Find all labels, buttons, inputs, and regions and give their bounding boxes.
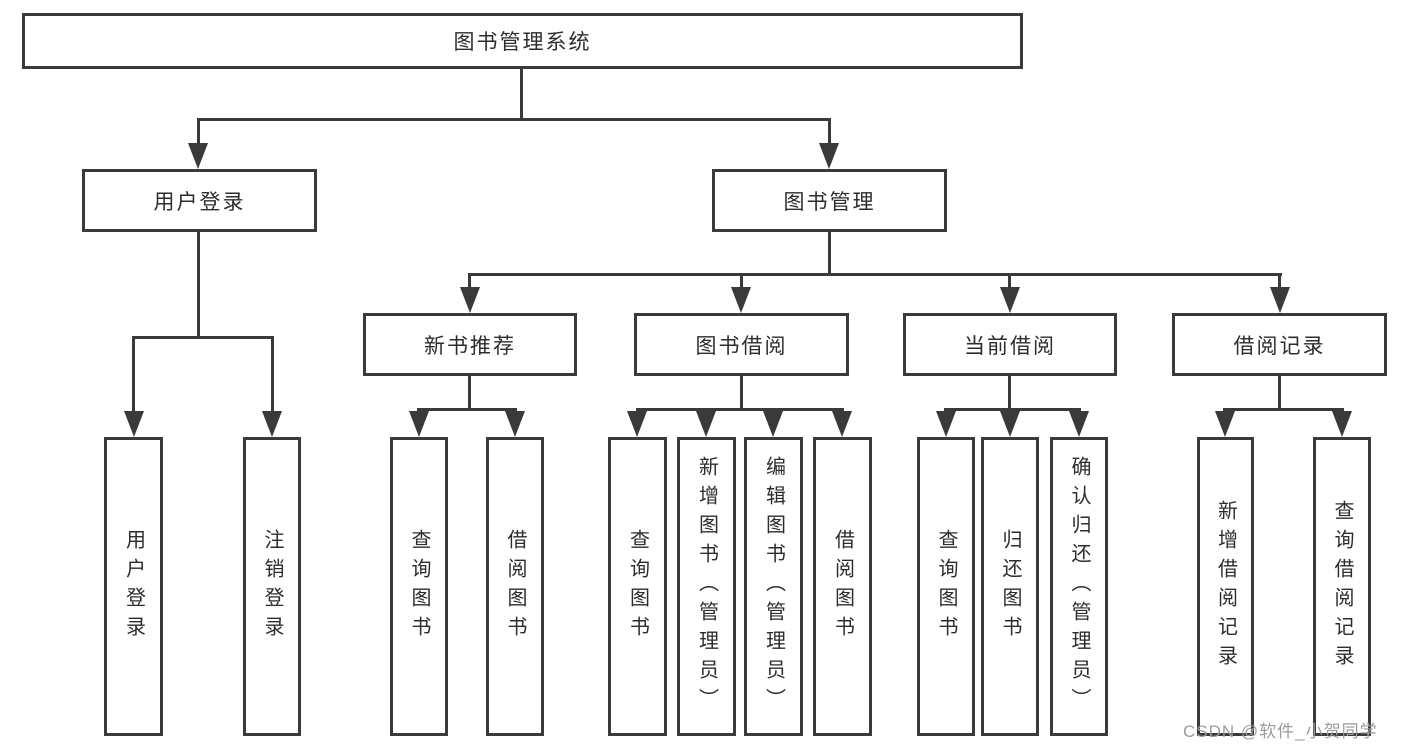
connector-book-mgmt-bar <box>468 273 1282 276</box>
connector-borrow-records-drop <box>1278 276 1281 288</box>
node-borrow-records: 借阅记录 <box>1172 313 1387 376</box>
leaf-user-login-label: 用户登录 <box>122 528 145 645</box>
arrowhead-bb-query <box>627 411 647 437</box>
leaf-logout: 注销登录 <box>243 437 301 736</box>
arrowhead-rec-add <box>1215 411 1235 437</box>
leaf-nb-borrow-books-label: 借阅图书 <box>504 528 526 645</box>
connector-new-books-bar <box>417 408 517 411</box>
connector-borrow-records-stem <box>1278 376 1281 408</box>
connector-book-borrow-stem <box>740 376 743 408</box>
leaf-bb-borrow-books: 借阅图书 <box>813 437 872 736</box>
node-book-borrow: 图书借阅 <box>634 313 849 376</box>
connector-root-stem <box>520 69 523 118</box>
leaf-rec-add-record: 新增借阅记录 <box>1197 437 1254 736</box>
node-new-book-recommend-label: 新书推荐 <box>424 334 516 358</box>
node-user-login: 用户登录 <box>82 169 317 232</box>
arrowhead-borrow-records <box>1270 287 1290 313</box>
connector-leaf-logout-drop <box>271 339 274 411</box>
leaf-bb-query-books-label: 查询图书 <box>626 528 649 645</box>
node-book-management-label: 图书管理 <box>783 190 876 214</box>
connector-borrow-records-bar <box>1223 408 1344 411</box>
leaf-cb-return-books-label: 归还图书 <box>999 528 1021 645</box>
connector-new-books-drop <box>468 276 471 288</box>
leaf-bb-edit-books-admin-label: 编辑图书（管理员） <box>762 456 785 717</box>
connector-current-borrow-drop <box>1008 276 1011 288</box>
leaf-nb-query-books-label: 查询图书 <box>408 528 430 645</box>
leaf-user-login: 用户登录 <box>104 437 163 736</box>
arrowhead-rec-query <box>1332 411 1352 437</box>
leaf-rec-query-record-label: 查询借阅记录 <box>1331 499 1353 674</box>
node-current-borrow-label: 当前借阅 <box>964 334 1056 358</box>
connector-root-bar <box>197 118 831 121</box>
arrowhead-bb-borrow <box>832 411 852 437</box>
arrowhead-book-borrow <box>731 287 751 313</box>
leaf-bb-add-books-admin: 新增图书（管理员） <box>677 437 736 736</box>
arrowhead-bb-edit <box>763 411 783 437</box>
connector-book-mgmt-drop <box>828 121 831 144</box>
leaf-bb-edit-books-admin: 编辑图书（管理员） <box>744 437 803 736</box>
connector-leaf-login-drop <box>132 339 135 411</box>
connector-current-borrow-bar <box>944 408 1081 411</box>
leaf-cb-confirm-return-admin-label: 确认归还（管理员） <box>1068 456 1090 717</box>
arrowhead-leaf-login <box>124 411 144 437</box>
watermark-text: CSDN @软件_小贺同学 <box>1183 722 1378 741</box>
node-current-borrow: 当前借阅 <box>903 313 1117 376</box>
leaf-bb-query-books: 查询图书 <box>608 437 667 736</box>
arrowhead-cb-query <box>936 411 956 437</box>
leaf-logout-label: 注销登录 <box>261 528 283 645</box>
leaf-nb-borrow-books: 借阅图书 <box>486 437 544 736</box>
connector-new-books-stem <box>468 376 471 408</box>
leaf-cb-query-books: 查询图书 <box>917 437 975 736</box>
arrowhead-nb-borrow <box>505 411 525 437</box>
arrowhead-new-books <box>460 287 480 313</box>
connector-user-login-bar <box>132 336 274 339</box>
leaf-rec-query-record: 查询借阅记录 <box>1313 437 1371 736</box>
node-root-label: 图书管理系统 <box>453 31 592 54</box>
leaf-bb-add-books-admin-label: 新增图书（管理员） <box>695 456 718 717</box>
leaf-cb-query-books-label: 查询图书 <box>935 528 957 645</box>
connector-book-borrow-drop <box>740 276 743 288</box>
connector-book-mgmt-stem <box>828 232 831 273</box>
leaf-cb-confirm-return-admin: 确认归还（管理员） <box>1050 437 1108 736</box>
arrowhead-book-mgmt <box>819 143 839 169</box>
leaf-rec-add-record-label: 新增借阅记录 <box>1214 499 1237 674</box>
arrowhead-cb-return <box>1000 411 1020 437</box>
arrowhead-nb-query <box>409 411 429 437</box>
node-book-management: 图书管理 <box>712 169 947 232</box>
leaf-cb-return-books: 归还图书 <box>981 437 1039 736</box>
arrowhead-cb-confirm <box>1069 411 1089 437</box>
leaf-nb-query-books: 查询图书 <box>390 437 448 736</box>
node-borrow-records-label: 借阅记录 <box>1233 334 1326 358</box>
leaf-bb-borrow-books-label: 借阅图书 <box>831 528 854 645</box>
connector-user-login-stem <box>197 232 200 336</box>
node-root: 图书管理系统 <box>22 13 1023 69</box>
arrowhead-bb-add <box>696 411 716 437</box>
arrowhead-user-login <box>188 143 208 169</box>
node-book-borrow-label: 图书借阅 <box>695 334 788 358</box>
arrowhead-current-borrow <box>1000 287 1020 313</box>
connector-user-login-drop <box>197 121 200 144</box>
connector-book-borrow-bar <box>636 408 844 411</box>
connector-current-borrow-stem <box>1008 376 1011 408</box>
node-user-login-label: 用户登录 <box>153 190 246 214</box>
node-new-book-recommend: 新书推荐 <box>363 313 577 376</box>
arrowhead-leaf-logout <box>262 411 282 437</box>
